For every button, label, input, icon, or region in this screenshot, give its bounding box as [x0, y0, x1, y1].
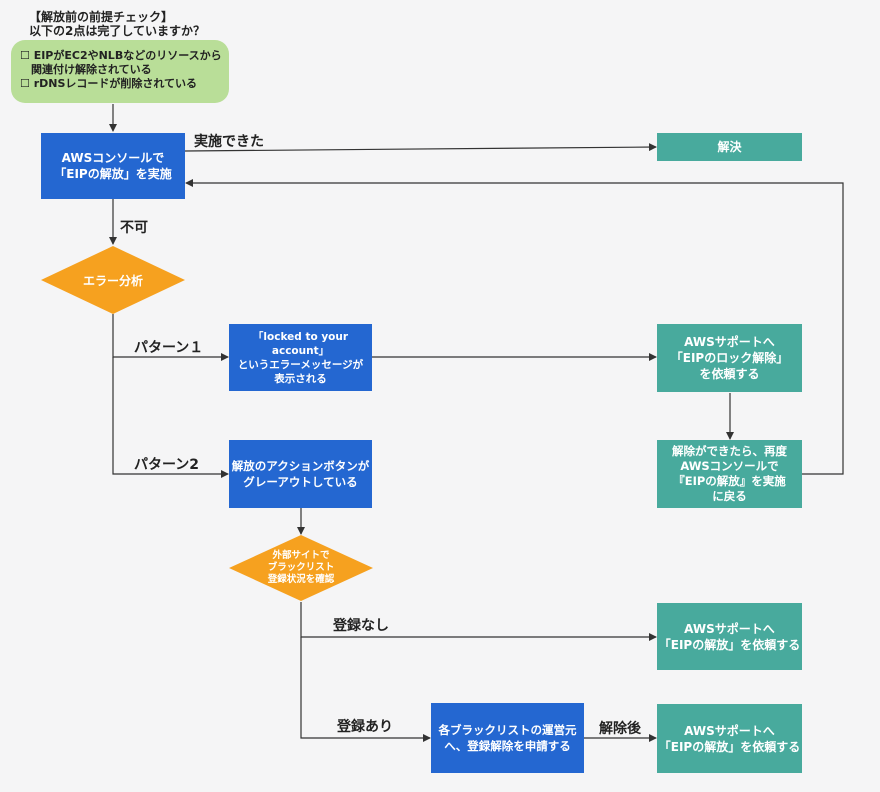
- apply-delist-box: 各ブラックリストの運営元 へ、登録解除を申請する: [431, 703, 584, 773]
- edge-analysis-to-pattern2: [112, 357, 229, 478]
- edge-label-pattern2: パターン2: [134, 457, 200, 473]
- checklist-item: ☐ rDNSレコードが削除されている: [20, 77, 198, 90]
- blacklist-check-diamond: [229, 535, 373, 601]
- edge-label-not-possible: 不可: [120, 220, 148, 236]
- edge-after-to-console: [185, 179, 844, 475]
- edge-label-done: 実施できた: [194, 134, 264, 150]
- edge-label-after-delist: 解除後: [599, 721, 641, 737]
- edge-label-pattern1: パターン１: [134, 340, 204, 356]
- precheck-subtitle: 以下の2点は完了していますか？: [29, 24, 205, 38]
- edge-label-not-registered: 登録なし: [333, 618, 389, 634]
- release-console-box: AWSコンソールで 「EIPの解放」を実施: [41, 133, 185, 199]
- locked-message-box: 「locked to your account」 というエラーメッセージが 表示…: [229, 324, 372, 391]
- grayed-button-box: 解放のアクションボタンが グレーアウトしている: [229, 440, 372, 508]
- edge-console-to-resolved: [184, 143, 657, 152]
- precheck-checklist: ☐ EIPがEC2やNLBなどのリソースから 関連付け解除されている ☐ rDN…: [11, 40, 229, 103]
- after-unlock-box: 解除ができたら、再度 AWSコンソールで 『EIPの解放』を実施 に戻る: [657, 440, 802, 508]
- support-release-box-2: AWSサポートへ 「EIPの解放」を依頼する: [657, 704, 802, 773]
- support-unlock-box: AWSサポートへ 「EIPのロック解除」 を依頼する: [657, 324, 802, 392]
- blacklist-check-label: 外部サイトで ブラックリスト 登録状況を確認: [267, 550, 335, 585]
- error-analysis-label: エラー分析: [82, 273, 143, 288]
- error-analysis-diamond: [41, 246, 185, 314]
- precheck-title: 【解放前の前提チェック】: [29, 10, 174, 24]
- checklist-item: ☐ EIPがEC2やNLBなどのリソースから 関連付け解除されている: [20, 49, 222, 76]
- edge-label-registered: 登録あり: [337, 719, 393, 735]
- support-release-box-1: AWSサポートへ 「EIPの解放」を依頼する: [657, 603, 802, 670]
- edge-blacklist-to-registered: [300, 637, 431, 742]
- resolved-box: 解決: [657, 133, 802, 161]
